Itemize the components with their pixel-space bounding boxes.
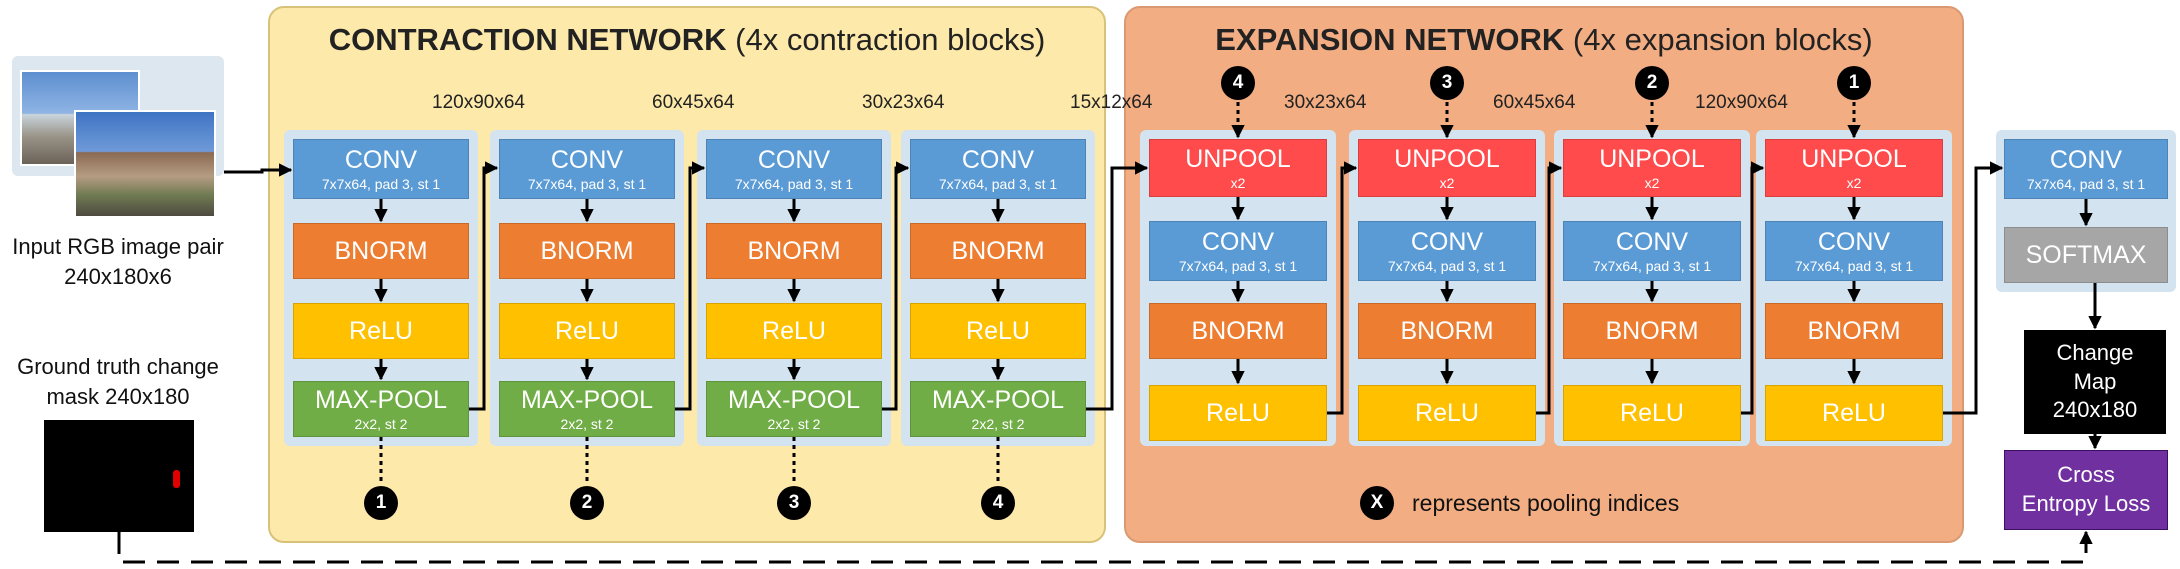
cross-entropy-loss-box: Cross Entropy Loss — [2004, 450, 2168, 530]
pool-index-badge-contraction-4: 4 — [981, 486, 1015, 520]
pool-index-badge-expansion-1: 1 — [1837, 66, 1871, 100]
pool-index-badge-contraction-3: 3 — [777, 486, 811, 520]
ground-truth-label: Ground truth change mask 240x180 — [17, 354, 219, 409]
pool-index-badge-expansion-4: 4 — [1221, 66, 1255, 100]
expansion-1-bnorm: BNORM — [1149, 303, 1327, 359]
input-rgb-label: Input RGB image pair 240x180x6 — [12, 234, 224, 289]
legend-text: represents pooling indices — [1412, 490, 1680, 516]
expansion-3-bnorm: BNORM — [1563, 303, 1741, 359]
pool-index-badge-expansion-2: 2 — [1635, 66, 1669, 100]
arrow-input-to-conv — [224, 163, 293, 177]
pool-index-badge-contraction-1: 1 — [364, 486, 398, 520]
dim-label-6: 60x45x64 — [1493, 92, 1576, 113]
contraction-2-bnorm: BNORM — [499, 223, 675, 279]
dim-label-1: 120x90x64 — [432, 92, 525, 113]
contraction-1-bnorm: BNORM — [293, 223, 469, 279]
dim-label-7: 120x90x64 — [1695, 92, 1788, 113]
dim-label-5: 30x23x64 — [1284, 92, 1367, 113]
expansion-2-relu: ReLU — [1358, 385, 1536, 441]
contraction-1-relu: ReLU — [293, 303, 469, 359]
expansion-1-relu: ReLU — [1149, 385, 1327, 441]
contraction-2-relu: ReLU — [499, 303, 675, 359]
input-image-2 — [74, 110, 216, 218]
expansion-4-relu: ReLU — [1765, 385, 1943, 441]
dim-label-4: 15x12x64 — [1070, 92, 1153, 113]
contraction-3-relu: ReLU — [706, 303, 882, 359]
legend-index-symbol: X — [1360, 486, 1394, 520]
dim-label-2: 60x45x64 — [652, 92, 735, 113]
expansion-3-relu: ReLU — [1563, 385, 1741, 441]
ground-truth-dashed-link — [117, 530, 2093, 564]
dim-label-3: 30x23x64 — [862, 92, 945, 113]
output-softmax: SOFTMAX — [2004, 227, 2168, 283]
expansion-2-bnorm: BNORM — [1358, 303, 1536, 359]
mask-change-region — [173, 470, 180, 488]
contraction-3-bnorm: BNORM — [706, 223, 882, 279]
ground-truth-mask-image — [44, 420, 194, 532]
contraction-4-bnorm: BNORM — [910, 223, 1086, 279]
expansion-network-title: EXPANSION NETWORK (4x expansion blocks) — [1215, 22, 1873, 57]
contraction-4-relu: ReLU — [910, 303, 1086, 359]
contraction-network-title: CONTRACTION NETWORK (4x contraction bloc… — [328, 22, 1046, 57]
expansion-4-bnorm: BNORM — [1765, 303, 1943, 359]
pool-index-badge-expansion-3: 3 — [1430, 66, 1464, 100]
change-map-box: Change Map 240x180 — [2024, 330, 2166, 434]
pool-index-badge-contraction-2: 2 — [570, 486, 604, 520]
